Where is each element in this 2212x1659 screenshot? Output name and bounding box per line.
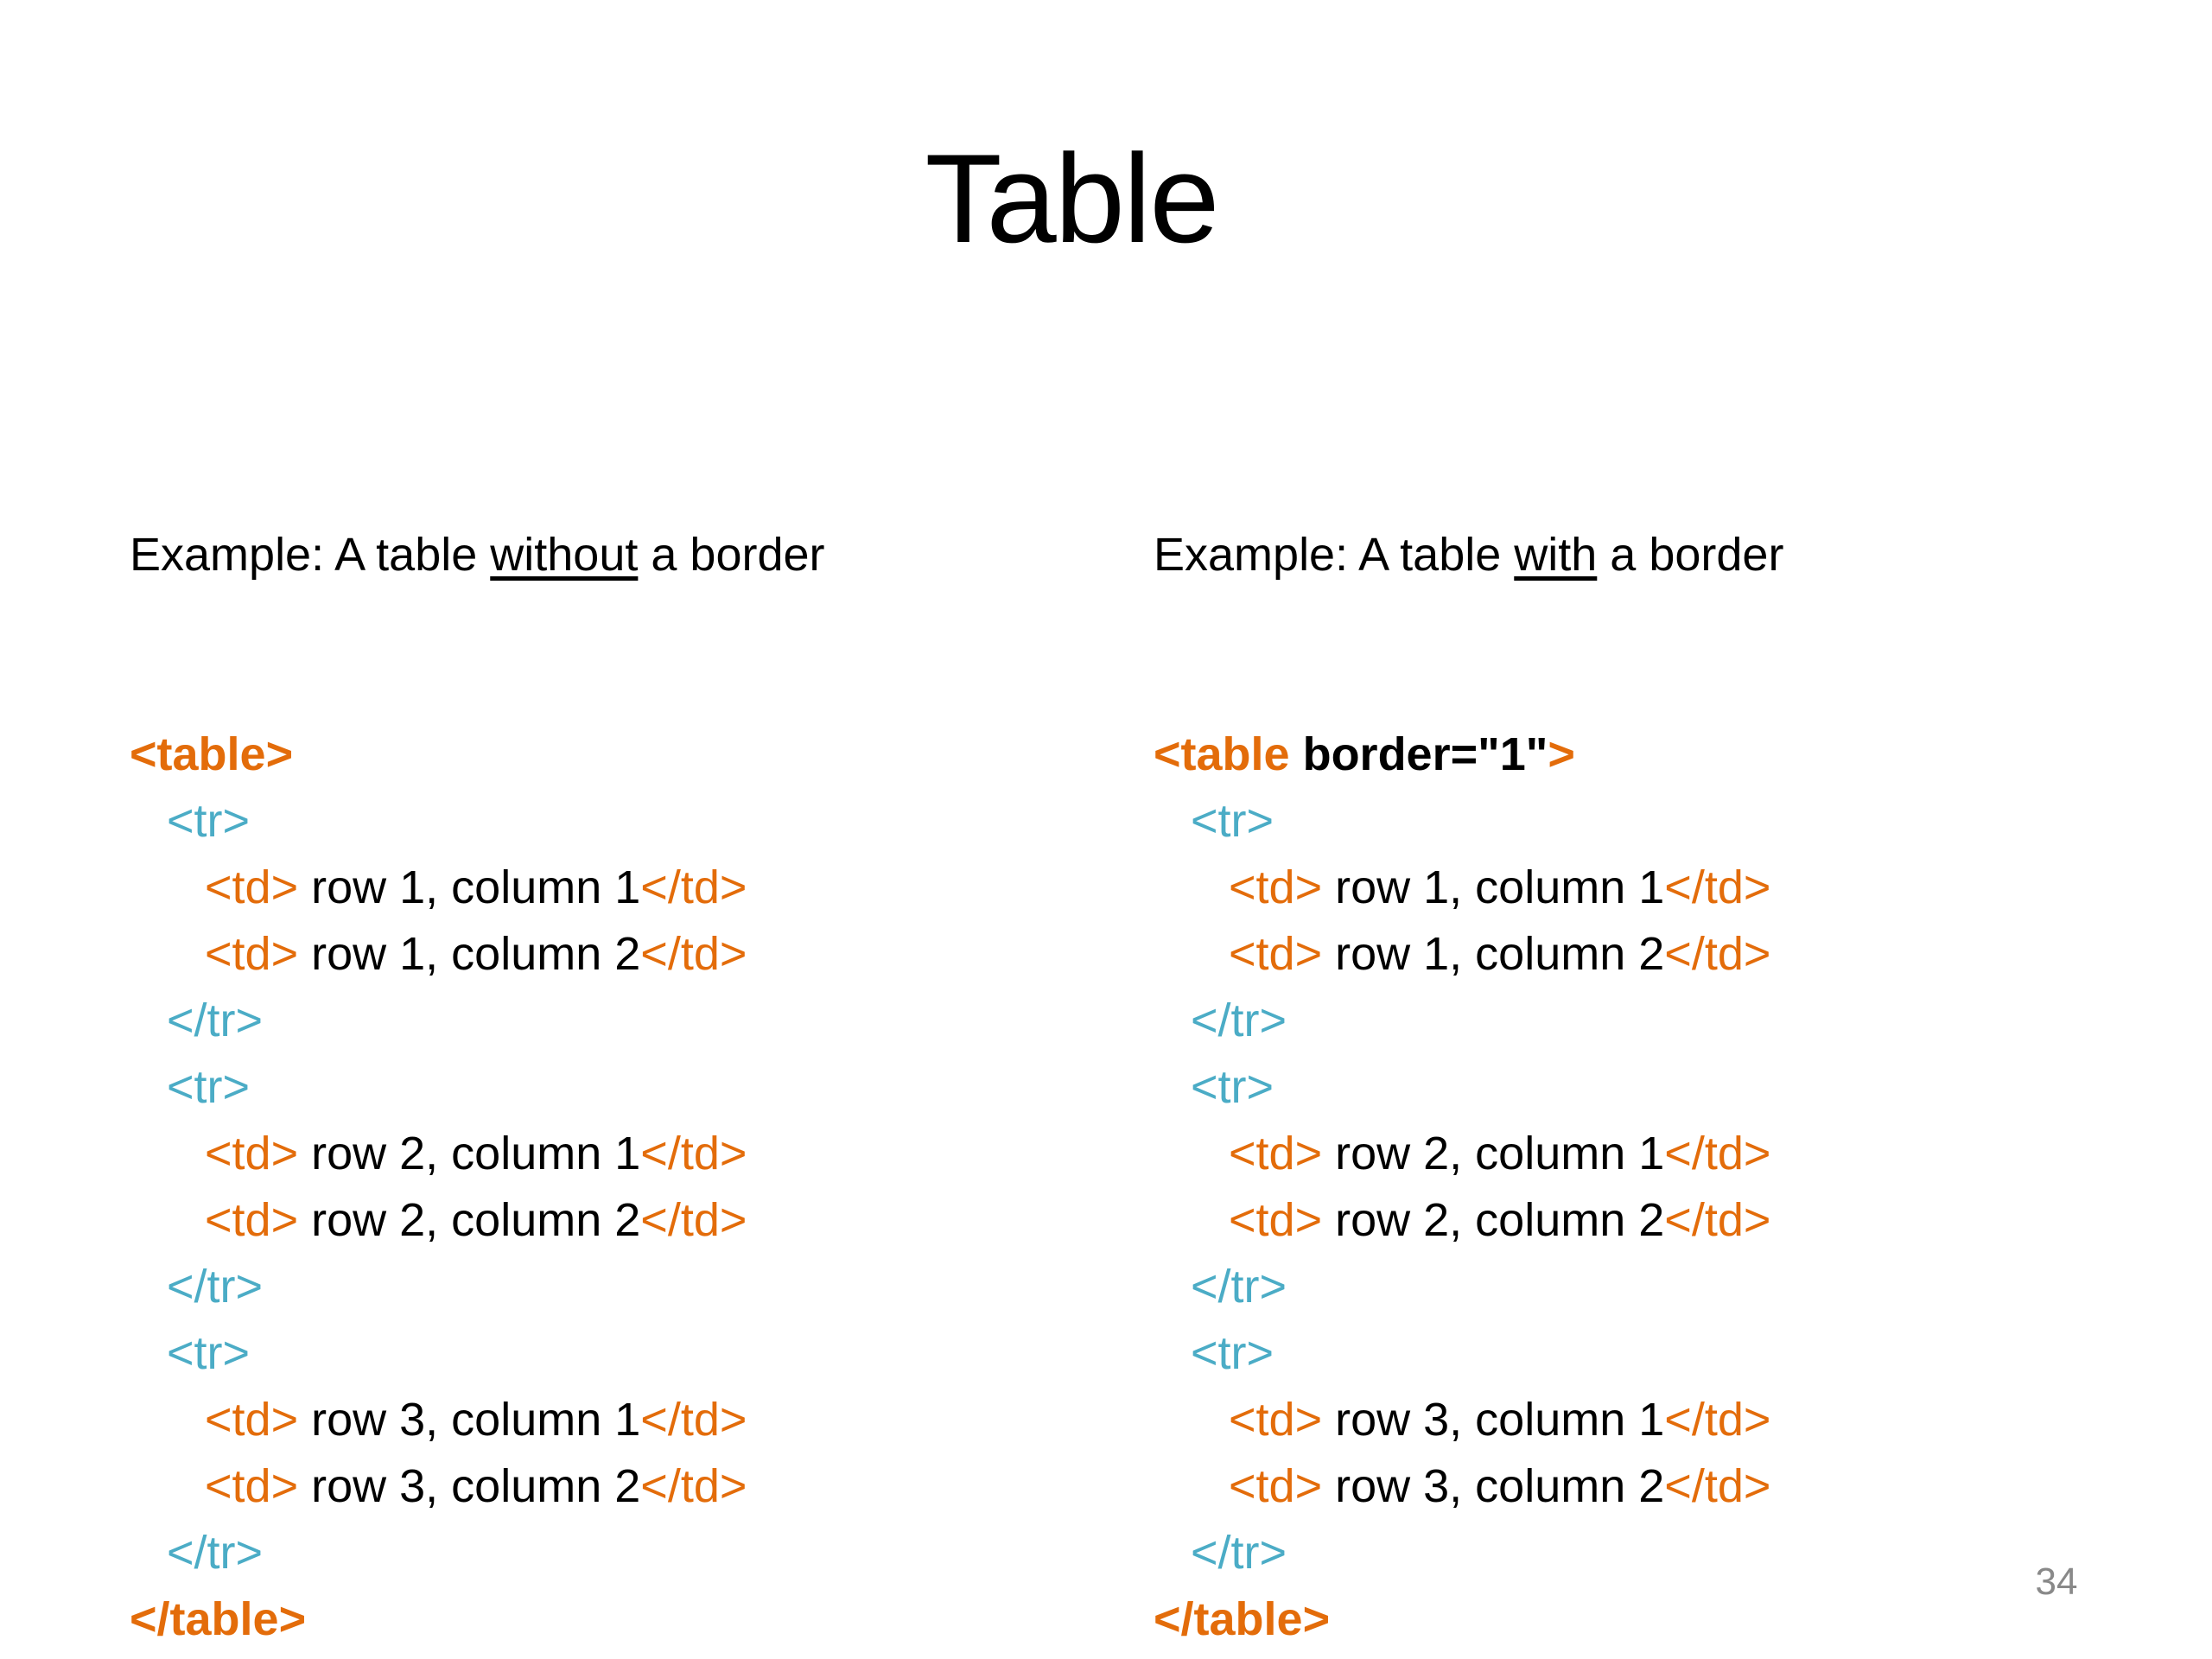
page-number: 34	[2035, 1560, 2078, 1603]
code-line: <tr>	[1191, 1327, 1274, 1379]
code-line: </tr>	[167, 1261, 264, 1313]
code-line: <td> row 2, column 1</td>	[205, 1128, 747, 1179]
code-example-with-border: Example: A table with a border <table bo…	[1154, 389, 2156, 1659]
code-line: <td> row 1, column 2</td>	[205, 928, 747, 980]
code-line: <td> row 3, column 1</td>	[1229, 1394, 1771, 1446]
code-line: <td> row 3, column 1</td>	[205, 1394, 747, 1446]
example-heading: Example: A table without a border	[130, 529, 825, 581]
code-line: </table>	[130, 1593, 307, 1645]
code-line: <td> row 1, column 1</td>	[205, 861, 747, 913]
code-line: </table>	[1154, 1593, 1331, 1645]
code-line: <td> row 3, column 2</td>	[1229, 1460, 1771, 1512]
code-line: <td> row 2, column 1</td>	[1229, 1128, 1771, 1179]
code-line: <tr>	[167, 1327, 251, 1379]
code-line: <table>	[130, 728, 294, 780]
code-line: <tr>	[1191, 795, 1274, 847]
code-line: </tr>	[1191, 1261, 1287, 1313]
code-line: <tr>	[167, 795, 251, 847]
code-line: </tr>	[1191, 1527, 1287, 1579]
code-line: </tr>	[167, 1527, 264, 1579]
code-line: </tr>	[1191, 995, 1287, 1046]
code-line: <td> row 1, column 1</td>	[1229, 861, 1771, 913]
code-line: <tr>	[1191, 1061, 1274, 1113]
code-line: <tr>	[167, 1061, 251, 1113]
code-line: <td> row 2, column 2</td>	[1229, 1194, 1771, 1246]
code-line: <td> row 1, column 2</td>	[1229, 928, 1771, 980]
code-block: <table border="1"> <tr> <td> row 1, column…	[1154, 721, 2156, 1653]
code-line: </tr>	[167, 995, 264, 1046]
slide-title: Table	[925, 128, 1219, 269]
code-block: <table> <tr> <td> row 1, column 1</td> <td>…	[130, 721, 1132, 1653]
code-line: <table border="1">	[1154, 728, 1575, 780]
code-example-without-border: Example: A table without a border <table…	[130, 389, 1132, 1659]
code-line: <td> row 2, column 2</td>	[205, 1194, 747, 1246]
code-line: <td> row 3, column 2</td>	[205, 1460, 747, 1512]
example-heading: Example: A table with a border	[1154, 529, 1784, 581]
